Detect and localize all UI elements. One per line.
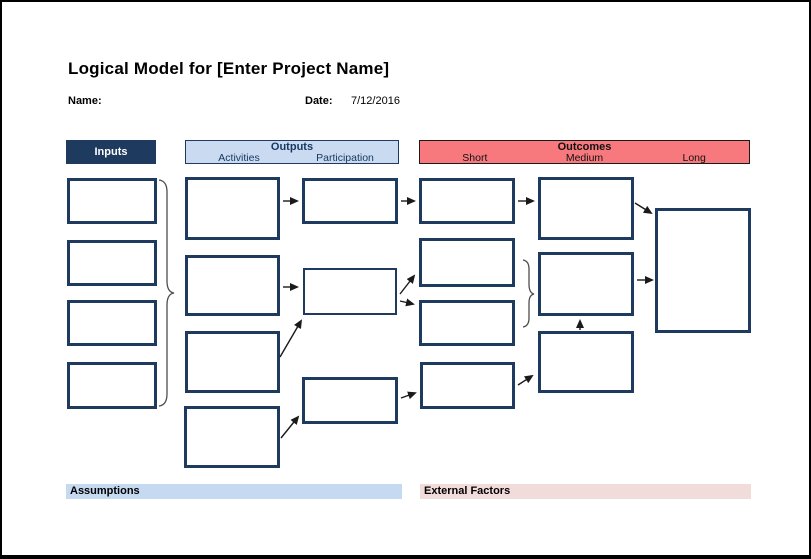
assumptions-label: Assumptions [70, 485, 140, 497]
assumptions-bar[interactable]: Assumptions [66, 484, 402, 499]
outcomes-column-header: Outcomes Short Medium Long [419, 140, 750, 164]
outputs-header-label: Outputs [270, 140, 314, 153]
input-box-1[interactable] [67, 178, 157, 224]
participation-box-3[interactable] [302, 377, 398, 424]
input-box-4[interactable] [67, 362, 157, 409]
activities-box-3[interactable] [185, 331, 280, 393]
participation-box-1[interactable] [302, 178, 398, 224]
short-outcome-box-2[interactable] [419, 238, 515, 287]
participation-box-2[interactable] [303, 268, 397, 315]
activities-box-4[interactable] [184, 406, 280, 468]
inputs-column-header: Inputs [66, 140, 156, 164]
medium-subheader-label: Medium [565, 151, 604, 164]
activities-subheader-label: Activities [218, 151, 260, 164]
outcomes-header-label: Outcomes [557, 140, 612, 153]
long-outcome-box[interactable] [655, 208, 751, 333]
participation-subheader-label: Participation [316, 151, 374, 164]
date-value[interactable]: 7/12/2016 [351, 95, 400, 107]
input-box-3[interactable] [67, 300, 157, 346]
name-label: Name: [68, 95, 102, 107]
external-factors-bar[interactable]: External Factors [420, 484, 751, 499]
short-subheader-label: Short [462, 151, 488, 164]
short-outcome-box-3[interactable] [419, 300, 515, 346]
activities-box-1[interactable] [185, 177, 280, 240]
date-label: Date: [305, 95, 333, 107]
long-subheader-label: Long [682, 151, 706, 164]
page-title: Logical Model for [Enter Project Name] [68, 59, 390, 78]
short-outcome-box-4[interactable] [420, 362, 515, 409]
short-outcome-box-1[interactable] [419, 178, 515, 224]
medium-outcome-box-3[interactable] [538, 331, 634, 393]
outputs-column-header: Outputs Activities Participation [185, 140, 399, 164]
activities-box-2[interactable] [185, 255, 280, 316]
external-factors-label: External Factors [424, 485, 511, 497]
input-box-2[interactable] [67, 240, 157, 286]
medium-outcome-box-2[interactable] [538, 252, 634, 316]
inputs-header-label: Inputs [94, 146, 128, 158]
medium-outcome-box-1[interactable] [538, 177, 634, 240]
